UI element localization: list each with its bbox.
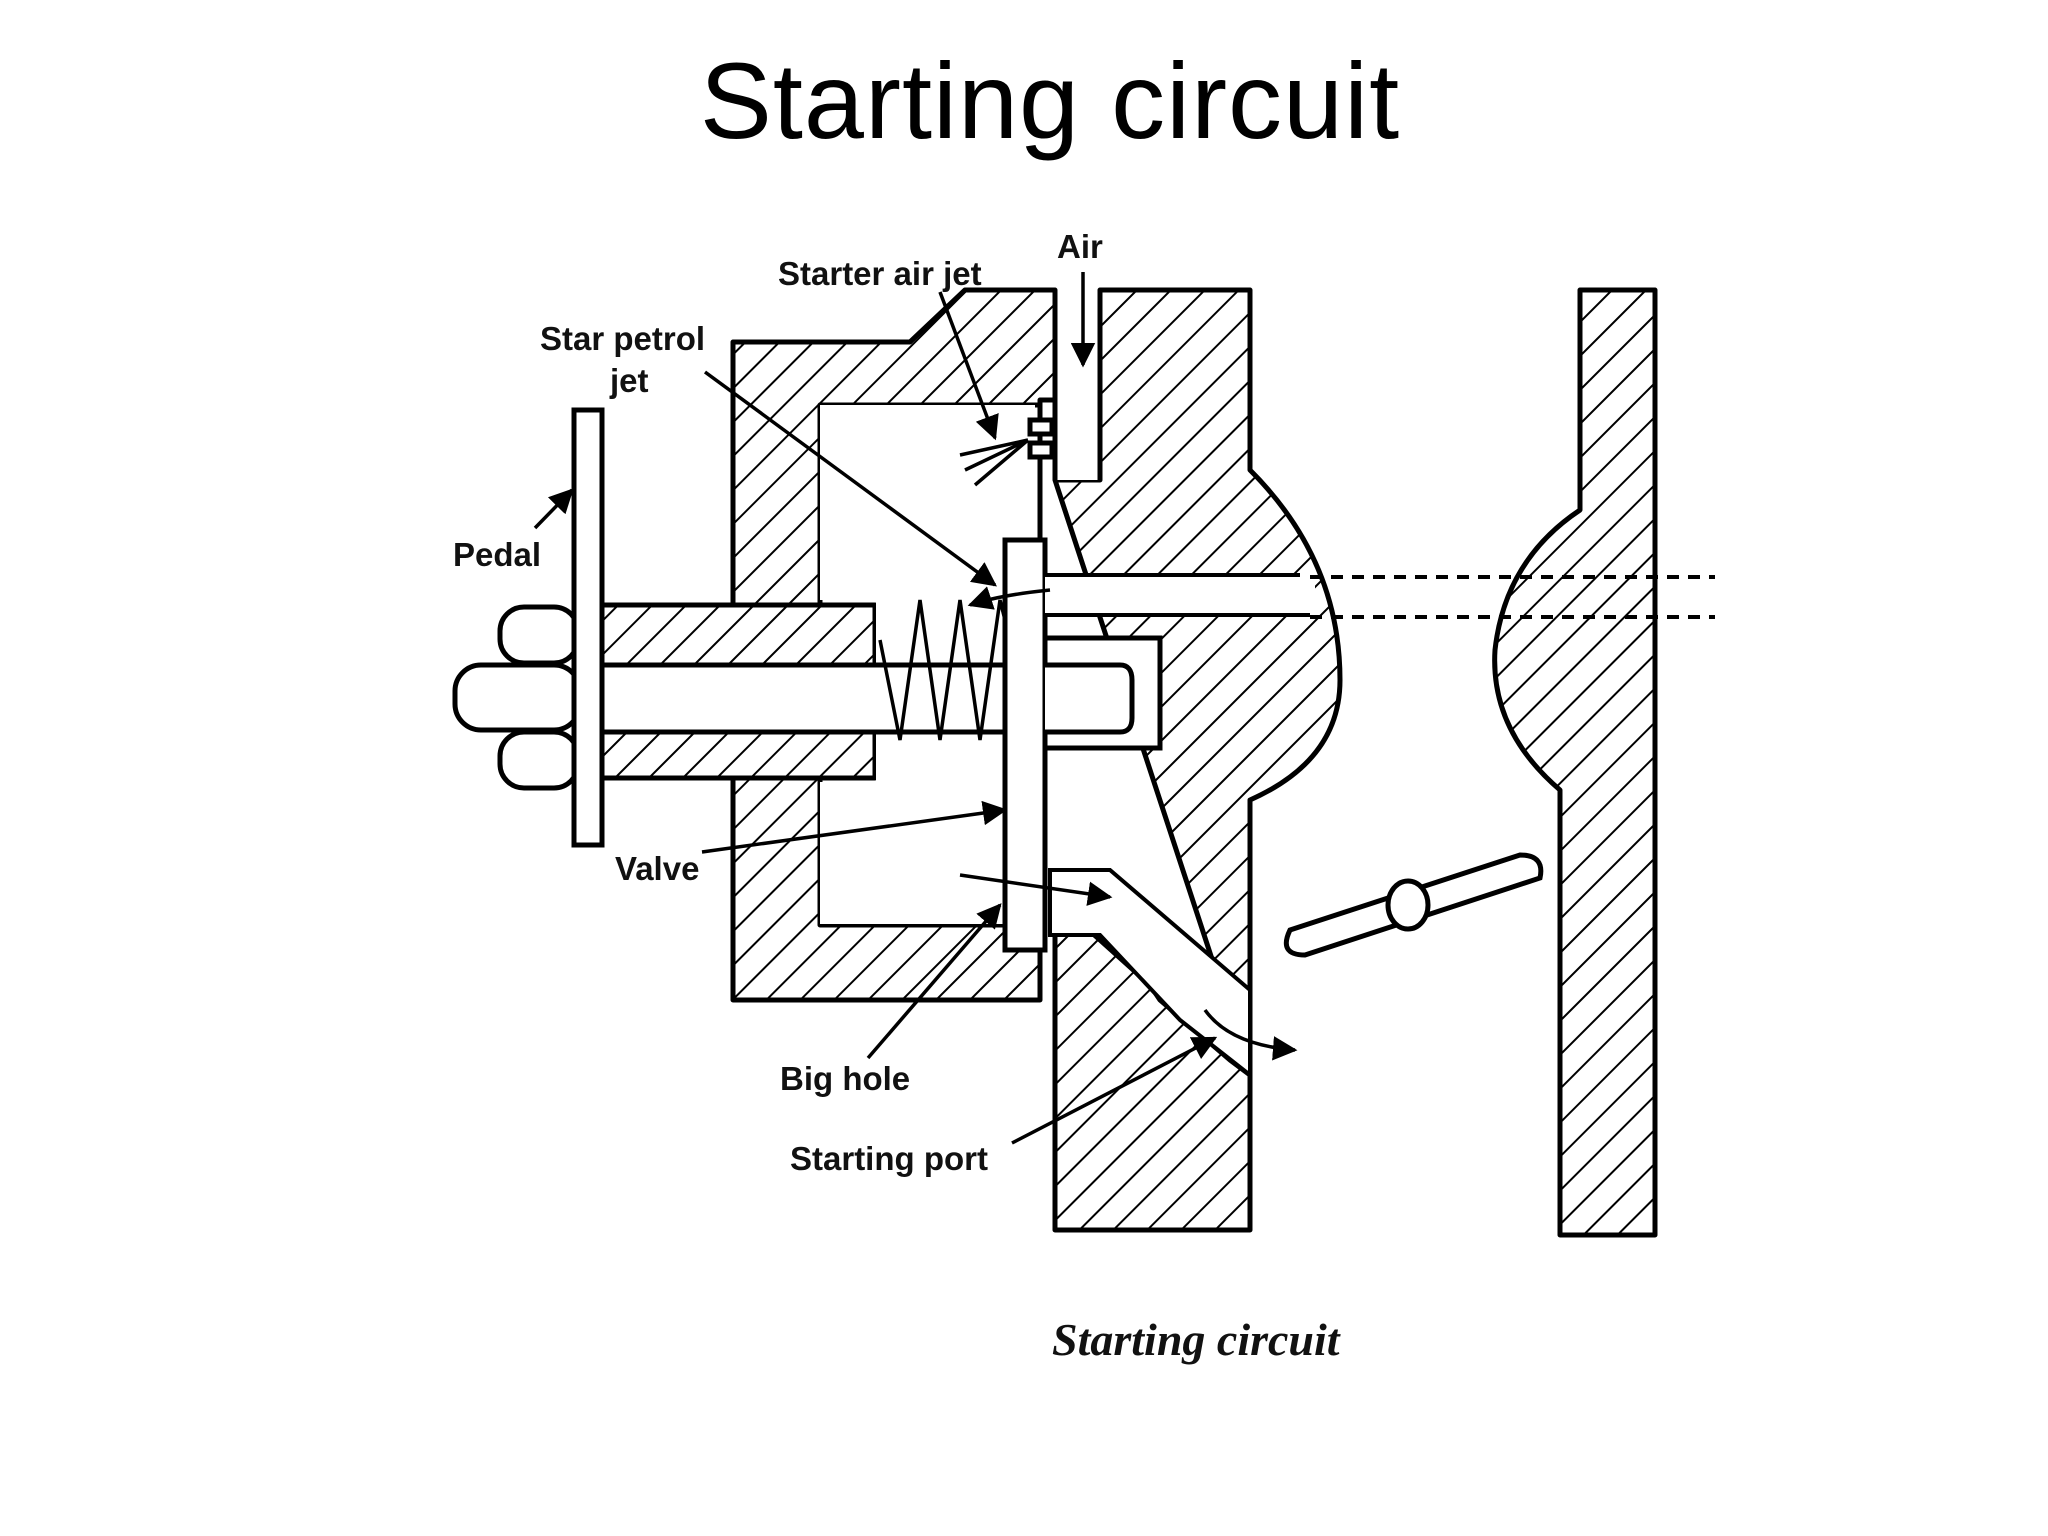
leader-pedal — [533, 488, 574, 530]
label-pedal: Pedal — [453, 536, 541, 573]
starter-air-jet-nozzle — [1027, 440, 1055, 460]
nut — [452, 662, 583, 733]
flow-arrow — [967, 586, 1051, 610]
slide-title: Starting circuit — [699, 40, 1401, 161]
starter-air-jet-nozzle — [1027, 417, 1055, 437]
label-big-hole: Big hole — [780, 1060, 910, 1097]
petrol-passage — [1045, 575, 1315, 615]
nut — [497, 729, 581, 791]
diagram-caption: Starting circuit — [1052, 1314, 1341, 1365]
valve-chamber — [820, 405, 1035, 600]
label-star-petrol-line1: Star petrol — [540, 320, 705, 357]
flow-arrow — [959, 873, 1113, 906]
air-inlet — [1056, 290, 1100, 480]
leader-starter-air-jet — [938, 291, 999, 441]
label-star-petrol-line2: jet — [609, 362, 649, 399]
venturi-wall — [1492, 287, 1658, 1238]
leader-star-petrol-jet — [703, 370, 997, 587]
valve-disc — [1002, 537, 1048, 953]
leader-big-hole — [866, 903, 1002, 1060]
label-starting-port: Starting port — [790, 1140, 988, 1177]
flow-arrow — [1203, 1008, 1298, 1061]
leader-starting-port — [1011, 1036, 1218, 1145]
label-starter-air-jet: Starter air jet — [778, 255, 982, 292]
label-air: Air — [1057, 228, 1103, 265]
label-valve: Valve — [615, 850, 699, 887]
nut — [497, 604, 581, 666]
throttle-valve — [1283, 852, 1544, 958]
leader-valve — [701, 800, 1008, 854]
spring — [878, 599, 1017, 741]
pedal — [571, 407, 605, 848]
